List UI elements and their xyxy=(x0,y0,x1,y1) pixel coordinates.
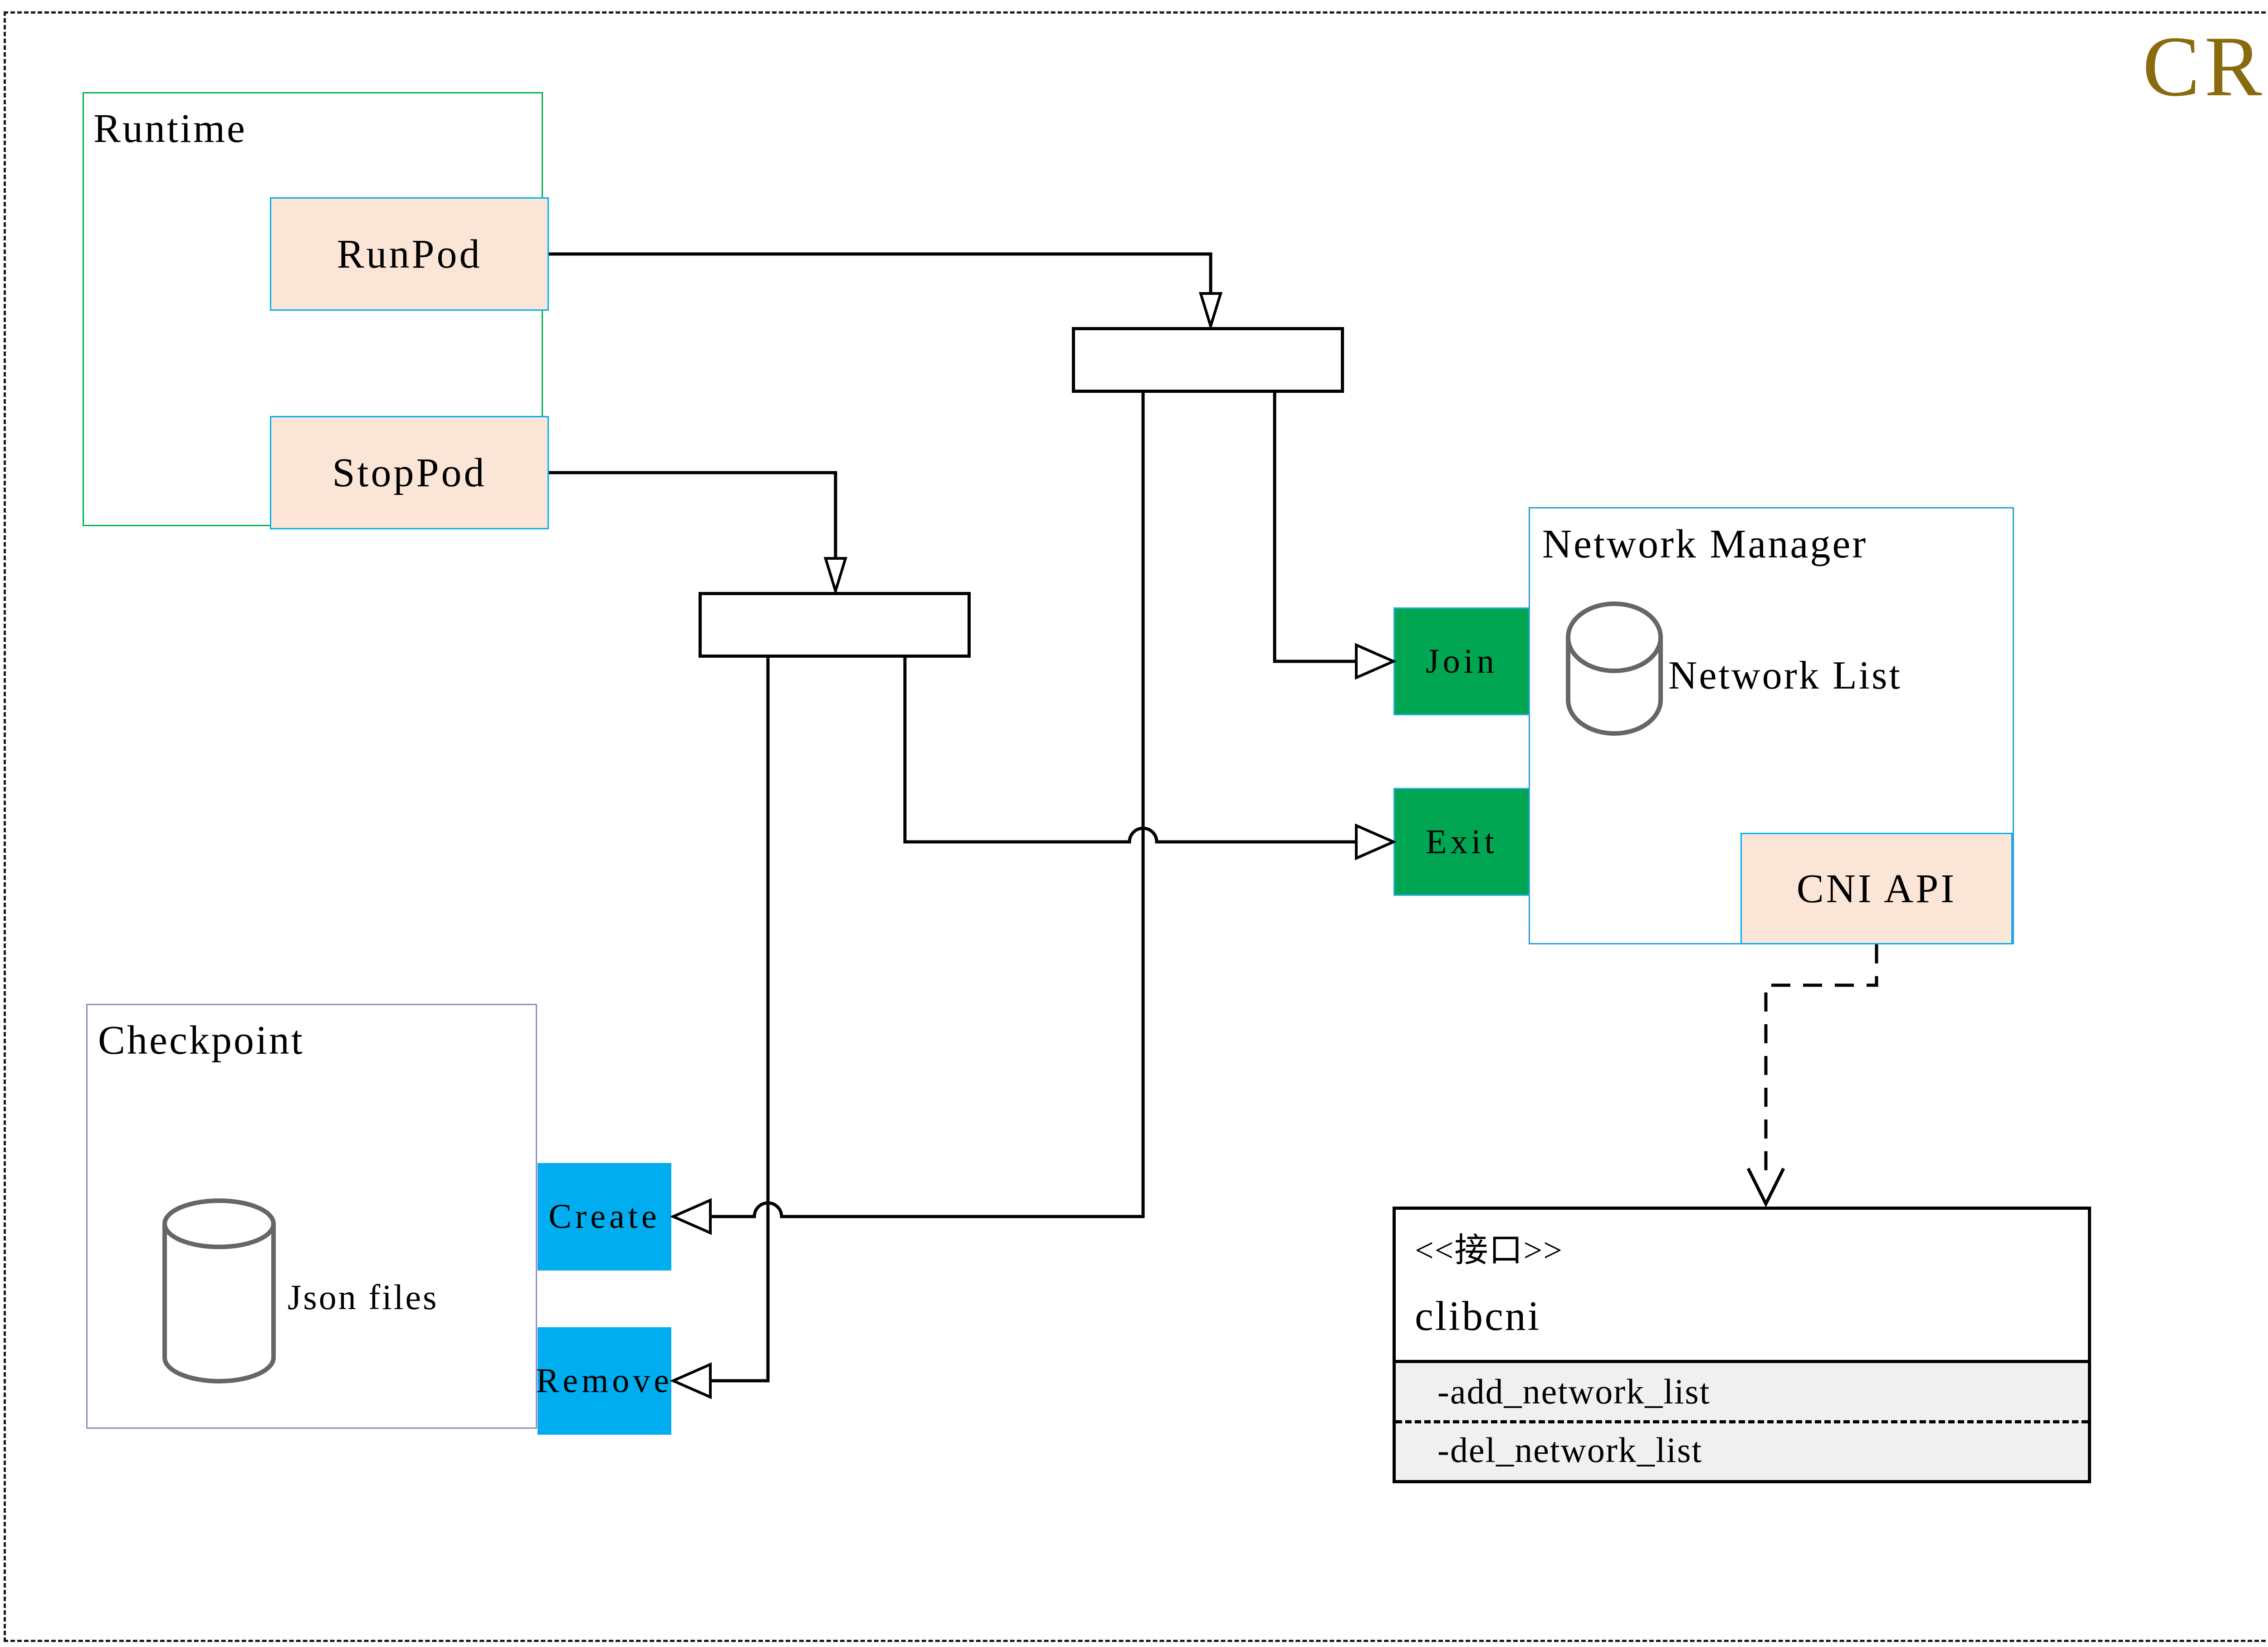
cni-api-label: CNI API xyxy=(1796,866,1957,911)
exit-button[interactable]: Exit xyxy=(1393,788,1530,896)
join-button[interactable]: Join xyxy=(1393,607,1530,715)
interface-methods-section: -add_network_list -del_network_list xyxy=(1396,1360,2088,1480)
exit-label: Exit xyxy=(1426,822,1498,861)
interface-stereotype: <<接口>> xyxy=(1415,1232,1563,1269)
network-list-label: Network List xyxy=(1668,654,1902,698)
checkpoint-label: Checkpoint xyxy=(98,1018,304,1063)
checkpoint-box xyxy=(86,1004,537,1429)
stoppod-label: StopPod xyxy=(332,450,487,495)
cni-api-button[interactable]: CNI API xyxy=(1740,833,2013,944)
diagram-title: CRI xyxy=(2142,19,2268,114)
database-icon-network-list xyxy=(1566,601,1663,736)
junction-bar-top xyxy=(1072,327,1344,393)
interface-class-box: <<接口>> clibcni -add_network_list -del_ne… xyxy=(1393,1207,2091,1483)
method-del-network-list: -del_network_list xyxy=(1437,1430,1703,1470)
junction-bar-left xyxy=(699,592,971,658)
join-label: Join xyxy=(1426,642,1498,680)
runpod-button[interactable]: RunPod xyxy=(270,197,549,311)
network-manager-label: Network Manager xyxy=(1542,522,1868,567)
remove-label: Remove xyxy=(536,1362,673,1400)
create-label: Create xyxy=(548,1197,660,1236)
create-button[interactable]: Create xyxy=(538,1163,671,1271)
page-border xyxy=(4,11,2268,1642)
method-add-network-list: -add_network_list xyxy=(1396,1363,2088,1423)
runtime-label: Runtime xyxy=(93,106,247,151)
remove-button[interactable]: Remove xyxy=(536,1327,673,1435)
json-files-label: Json files xyxy=(288,1277,439,1317)
stoppod-button[interactable]: StopPod xyxy=(270,416,549,529)
interface-name: clibcni xyxy=(1415,1293,1541,1339)
runpod-label: RunPod xyxy=(337,231,482,277)
database-icon-json-files xyxy=(162,1198,276,1383)
